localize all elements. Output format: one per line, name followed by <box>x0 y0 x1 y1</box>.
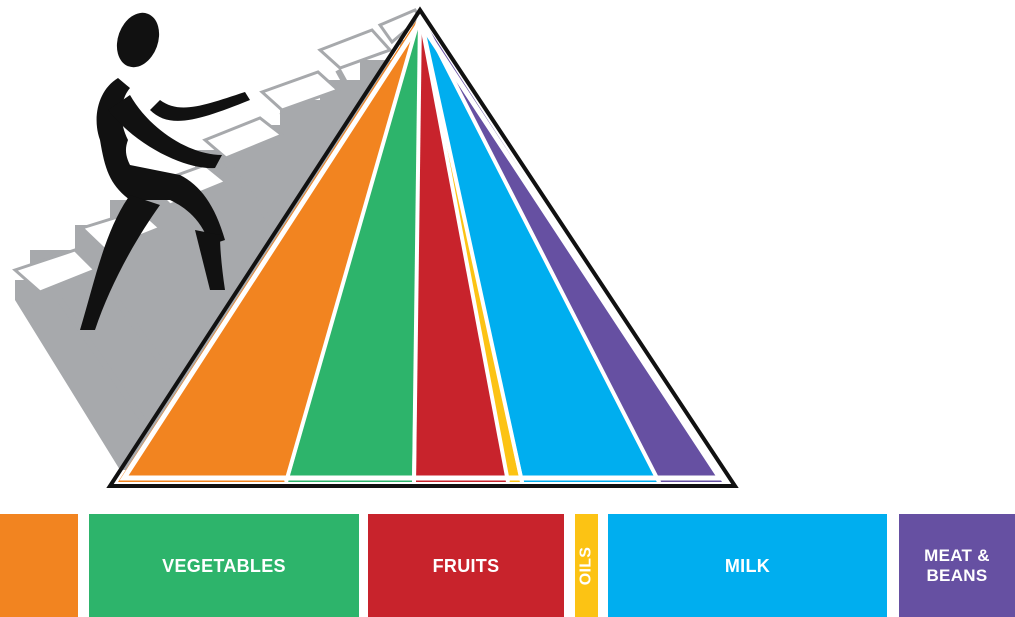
food-pyramid-icon <box>106 6 739 488</box>
vegetables-label: VEGETABLES <box>162 555 286 576</box>
pyramid-outline <box>106 6 739 488</box>
oils-bar: OILS <box>575 514 598 617</box>
food-pyramid-illustration <box>12 6 739 488</box>
fruits-label: FRUITS <box>432 555 500 576</box>
grains-bar <box>0 514 78 617</box>
meat-beans-label: MEAT & BEANS <box>924 545 990 585</box>
person-climbing-stairs-icon <box>80 12 250 330</box>
meat-beans-bar: MEAT & BEANS <box>899 514 1015 617</box>
milk-label: MILK <box>724 555 771 576</box>
oils-label: OILS <box>577 546 595 585</box>
milk-bar: MILK <box>608 514 887 617</box>
pyramid-grains-stripe <box>118 15 420 482</box>
vegetables-bar: VEGETABLES <box>89 514 359 617</box>
fruits-bar: FRUITS <box>368 514 564 617</box>
